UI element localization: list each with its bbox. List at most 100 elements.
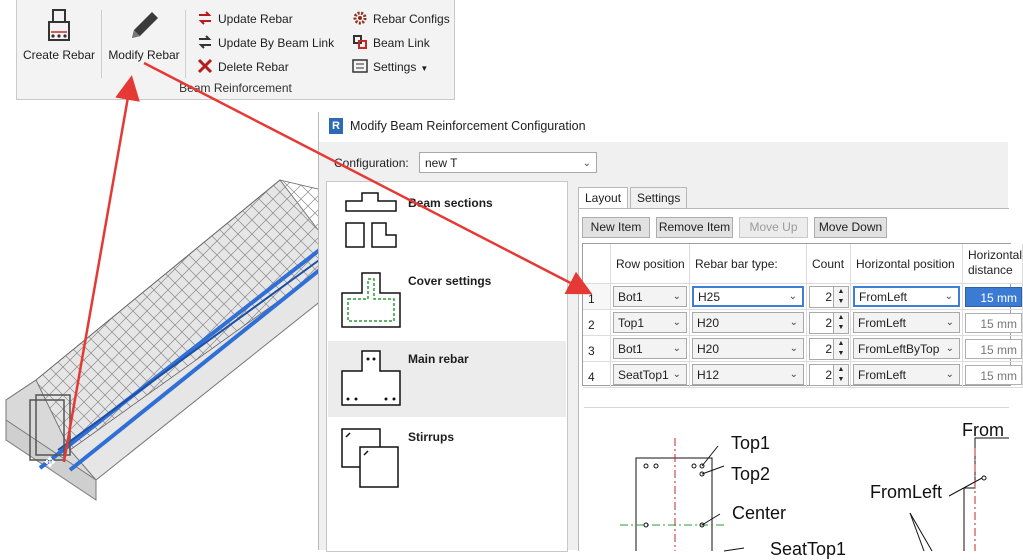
category-stirrups[interactable]: Stirrups bbox=[328, 419, 566, 495]
column-header[interactable]: Row position bbox=[611, 244, 690, 284]
row-position-select[interactable]: Bot1⌄ bbox=[613, 286, 687, 307]
settings-dropdown[interactable]: Settings▼ bbox=[352, 57, 428, 77]
create-rebar-button[interactable]: Create Rebar bbox=[21, 8, 97, 62]
table-row[interactable]: 1 Bot1⌄ H25⌄ 2▲▼ FromLeft⌄ 15 mm bbox=[583, 284, 1023, 310]
diagram-label-fromleft: FromLeft bbox=[870, 482, 943, 502]
stirrups-icon bbox=[341, 428, 399, 488]
dialog-titlebar[interactable]: R Modify Beam Reinforcement Configuratio… bbox=[319, 112, 1008, 142]
remove-item-button[interactable]: Remove Item bbox=[656, 217, 733, 238]
move-up-button[interactable]: Move Up bbox=[739, 217, 808, 238]
modify-rebar-label: Modify Rebar bbox=[108, 48, 180, 62]
row-position-select[interactable]: Top1⌄ bbox=[613, 312, 687, 333]
update-by-beam-link-label: Update By Beam Link bbox=[218, 36, 335, 50]
count-stepper[interactable]: 2▲▼ bbox=[809, 364, 849, 386]
category-label: Cover settings bbox=[408, 274, 492, 288]
update-by-beam-link-button[interactable]: Update By Beam Link bbox=[197, 33, 334, 53]
table-row[interactable]: 2 Top1⌄ H20⌄ 2▲▼ FromLeft⌄ 15 mm bbox=[583, 310, 1023, 336]
dialog-title: Modify Beam Reinforcement Configuration bbox=[350, 119, 586, 133]
chevron-down-icon: ⌄ bbox=[789, 343, 798, 354]
update-icon bbox=[197, 10, 213, 26]
rebar-configs-button[interactable]: Rebar Configs bbox=[352, 9, 450, 29]
category-main-rebar[interactable]: Main rebar bbox=[328, 341, 566, 417]
column-header[interactable]: Rebar bar type: bbox=[690, 244, 807, 284]
horizontal-position-select[interactable]: FromLeftByTop⌄ bbox=[853, 338, 960, 359]
spin-up-icon[interactable]: ▲ bbox=[837, 340, 845, 347]
beam-3d-view[interactable]: ✥ bbox=[0, 150, 324, 501]
spin-up-icon[interactable]: ▲ bbox=[837, 366, 845, 373]
horizontal-distance-field[interactable]: 15 mm bbox=[965, 287, 1022, 307]
rebar-configs-label: Rebar Configs bbox=[373, 12, 450, 26]
main-rebar-icon bbox=[341, 350, 401, 406]
rebar-table: Row position Rebar bar type: Count Horiz… bbox=[582, 243, 1023, 388]
diagram-label-top1: Top1 bbox=[731, 433, 771, 453]
row-header-corner bbox=[583, 244, 611, 284]
horizontal-position-select[interactable]: FromLeft⌄ bbox=[853, 286, 960, 307]
chevron-down-icon: ▼ bbox=[420, 64, 429, 73]
row-number: 4 bbox=[583, 362, 611, 388]
diagram-label-seattop1: SeatTop1 bbox=[770, 539, 847, 559]
move-down-button[interactable]: Move Down bbox=[814, 217, 887, 238]
delete-rebar-label: Delete Rebar bbox=[218, 60, 289, 74]
horizontal-distance-field[interactable]: 15 mm bbox=[965, 313, 1022, 333]
horizontal-distance-field[interactable]: 15 mm bbox=[965, 365, 1022, 385]
modify-rebar-button[interactable]: Modify Rebar bbox=[105, 8, 183, 62]
row-position-select[interactable]: Bot1⌄ bbox=[613, 338, 687, 359]
chevron-down-icon: ⌄ bbox=[789, 369, 798, 380]
chevron-down-icon: ⌄ bbox=[945, 317, 954, 328]
bar-type-select[interactable]: H12⌄ bbox=[692, 364, 804, 385]
bar-type-select[interactable]: H25⌄ bbox=[692, 286, 804, 307]
chevron-down-icon: ⌄ bbox=[945, 369, 954, 380]
beam-link-button[interactable]: Beam Link bbox=[352, 33, 430, 53]
modify-config-dialog: R Modify Beam Reinforcement Configuratio… bbox=[318, 112, 1023, 559]
chevron-down-icon: ⌄ bbox=[672, 291, 681, 302]
chevron-down-icon: ⌄ bbox=[672, 343, 681, 354]
spin-up-icon[interactable]: ▲ bbox=[837, 314, 845, 321]
spin-up-icon[interactable]: ▲ bbox=[837, 288, 845, 295]
column-header[interactable]: Count bbox=[807, 244, 851, 284]
row-number: 2 bbox=[583, 310, 611, 336]
ribbon-separator bbox=[101, 10, 102, 78]
cover-settings-icon bbox=[341, 272, 401, 328]
panel-label: Beam Reinforcement bbox=[179, 81, 292, 95]
category-label: Stirrups bbox=[408, 430, 455, 444]
count-stepper[interactable]: 2▲▼ bbox=[809, 286, 849, 308]
spin-down-icon[interactable]: ▼ bbox=[837, 324, 845, 331]
row-position-select[interactable]: SeatTop1⌄ bbox=[613, 364, 687, 385]
revit-logo-icon: R bbox=[329, 118, 343, 134]
tab-settings[interactable]: Settings bbox=[630, 187, 688, 209]
category-cover-settings[interactable]: Cover settings bbox=[328, 263, 566, 339]
update-rebar-button[interactable]: Update Rebar bbox=[197, 9, 293, 29]
horizontal-distance-field[interactable]: 15 mm bbox=[965, 339, 1022, 359]
table-row[interactable]: 4 SeatTop1⌄ H12⌄ 2▲▼ FromLeft⌄ 15 mm bbox=[583, 362, 1023, 388]
spin-down-icon[interactable]: ▼ bbox=[837, 350, 845, 357]
column-header[interactable]: Horizontal distance bbox=[963, 244, 1023, 284]
category-list: Beam sections Cover settings Main rebar bbox=[326, 181, 568, 552]
table-row[interactable]: 3 Bot1⌄ H20⌄ 2▲▼ FromLeftByTop⌄ 15 mm bbox=[583, 336, 1023, 362]
spin-down-icon[interactable]: ▼ bbox=[837, 376, 845, 383]
delete-rebar-button[interactable]: Delete Rebar bbox=[197, 57, 289, 77]
bar-type-select[interactable]: H20⌄ bbox=[692, 312, 804, 333]
count-stepper[interactable]: 2▲▼ bbox=[809, 338, 849, 360]
configuration-value: new T bbox=[425, 156, 458, 170]
tab-layout[interactable]: Layout bbox=[578, 187, 629, 210]
column-header[interactable]: Horizontal position bbox=[851, 244, 963, 284]
diagram-label-center: Center bbox=[732, 503, 787, 523]
spin-down-icon[interactable]: ▼ bbox=[837, 298, 845, 305]
pencil-icon bbox=[124, 8, 164, 44]
horizontal-position-select[interactable]: FromLeft⌄ bbox=[853, 364, 960, 385]
category-beam-sections[interactable]: Beam sections bbox=[328, 185, 566, 261]
chevron-down-icon: ⌄ bbox=[944, 291, 953, 302]
category-label: Beam sections bbox=[408, 196, 493, 210]
row-number: 1 bbox=[583, 284, 611, 310]
chevron-down-icon: ⌄ bbox=[788, 291, 797, 302]
chevron-down-icon: ⌄ bbox=[672, 369, 681, 380]
bar-type-select[interactable]: H20⌄ bbox=[692, 338, 804, 359]
link-icon bbox=[352, 34, 368, 50]
horizontal-position-select[interactable]: FromLeft⌄ bbox=[853, 312, 960, 333]
new-item-button[interactable]: New Item bbox=[582, 217, 650, 238]
count-stepper[interactable]: 2▲▼ bbox=[809, 312, 849, 334]
section-diagram: Top1 Top2 Center SeatTop1 FromLeft From bbox=[584, 407, 1009, 559]
configuration-select[interactable]: new T ⌄ bbox=[419, 152, 597, 173]
diagram-label-top2: Top2 bbox=[731, 464, 771, 484]
category-label: Main rebar bbox=[408, 352, 469, 366]
